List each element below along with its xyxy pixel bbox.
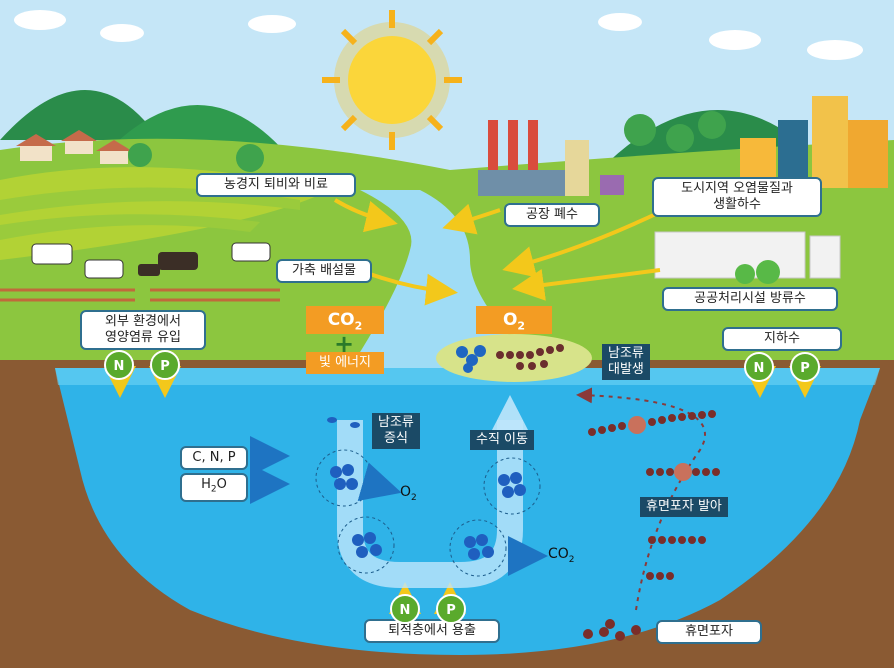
co2-symbol: CO: [327, 310, 355, 330]
farm-houses: [16, 130, 132, 164]
h2o-h: H: [201, 477, 211, 492]
o2-symbol: O: [502, 310, 518, 330]
o2-out-o: O: [400, 484, 412, 500]
trees: [128, 111, 726, 172]
input-arrows: [250, 436, 548, 576]
algae-growth-line1: 남조류: [378, 415, 414, 430]
spore-migration-path: [576, 387, 706, 611]
inflow-arrows: [104, 198, 821, 614]
nitrogen-badge-right: N: [744, 352, 774, 382]
o2-sub: 2: [517, 319, 526, 333]
phosphorus-badge-left: P: [150, 350, 180, 380]
label-h2o: H2O: [180, 473, 248, 502]
label-urban-pollutants: 도시지역 오염물질과 생활하수: [652, 177, 822, 217]
label-livestock-waste: 가축 배설물: [276, 259, 372, 283]
label-farm-fertilizer: 농경지 퇴비와 비료: [196, 173, 356, 197]
plus-sign: +: [334, 330, 355, 358]
label-external-line1: 외부 환경에서: [105, 314, 181, 329]
label-external-nutrients: 외부 환경에서 영양염류 유입: [80, 310, 206, 350]
label-dormant-spore: 휴면포자: [656, 620, 762, 644]
algae-growth-line2: 증식: [383, 431, 408, 446]
algae-bloom-line2: 대발생: [608, 362, 644, 377]
sun-icon: [322, 10, 462, 150]
label-urban-line1: 도시지역 오염물질과: [681, 181, 793, 196]
label-algae-growth: 남조류 증식: [372, 413, 420, 449]
o2-out-sub: 2: [411, 492, 417, 503]
label-sediment-release: 퇴적층에서 용출: [364, 619, 500, 643]
label-algae-bloom: 남조류 대발생: [602, 344, 650, 380]
label-spore-germination: 휴면포자 발아: [640, 497, 728, 517]
label-external-line2: 영양염류 유입: [105, 330, 181, 345]
nitrogen-badge-left: N: [104, 350, 134, 380]
h2o-o: O: [216, 477, 227, 492]
h2o-sub: 2: [210, 484, 217, 495]
circulation-path: [337, 420, 523, 588]
co2-sub: 2: [354, 319, 363, 333]
phosphorus-badge-bottom: P: [436, 594, 466, 624]
light-energy-badge: 빛 에너지: [306, 352, 384, 374]
co2-out-co: CO: [548, 546, 569, 562]
cows: [31, 242, 271, 279]
spore-chains: [583, 410, 720, 641]
label-vertical-move: 수직 이동: [470, 430, 534, 450]
algae-colonies: [315, 417, 541, 577]
label-urban-line2: 생활하수: [713, 197, 761, 212]
fence: [0, 288, 280, 302]
co2-out-sub: 2: [568, 554, 575, 565]
label-cnp: C, N, P: [180, 446, 248, 470]
phosphorus-badge-right: P: [790, 352, 820, 382]
algae-bloom-line1: 남조류: [608, 346, 644, 361]
o2-output: O2: [400, 484, 417, 503]
treatment-plant-icon: [654, 231, 841, 284]
algae-bloom-patch: [436, 334, 592, 382]
co2-badge: CO2: [306, 306, 384, 334]
nitrogen-badge-bottom: N: [390, 594, 420, 624]
label-groundwater: 지하수: [722, 327, 842, 351]
city-buildings: [740, 96, 888, 188]
factory-icon: [478, 120, 624, 196]
o2-badge: O2: [476, 306, 552, 334]
label-factory-waste: 공장 폐수: [504, 203, 600, 227]
label-public-treatment: 공공처리시설 방류수: [662, 287, 838, 311]
co2-output: CO2: [548, 546, 575, 565]
